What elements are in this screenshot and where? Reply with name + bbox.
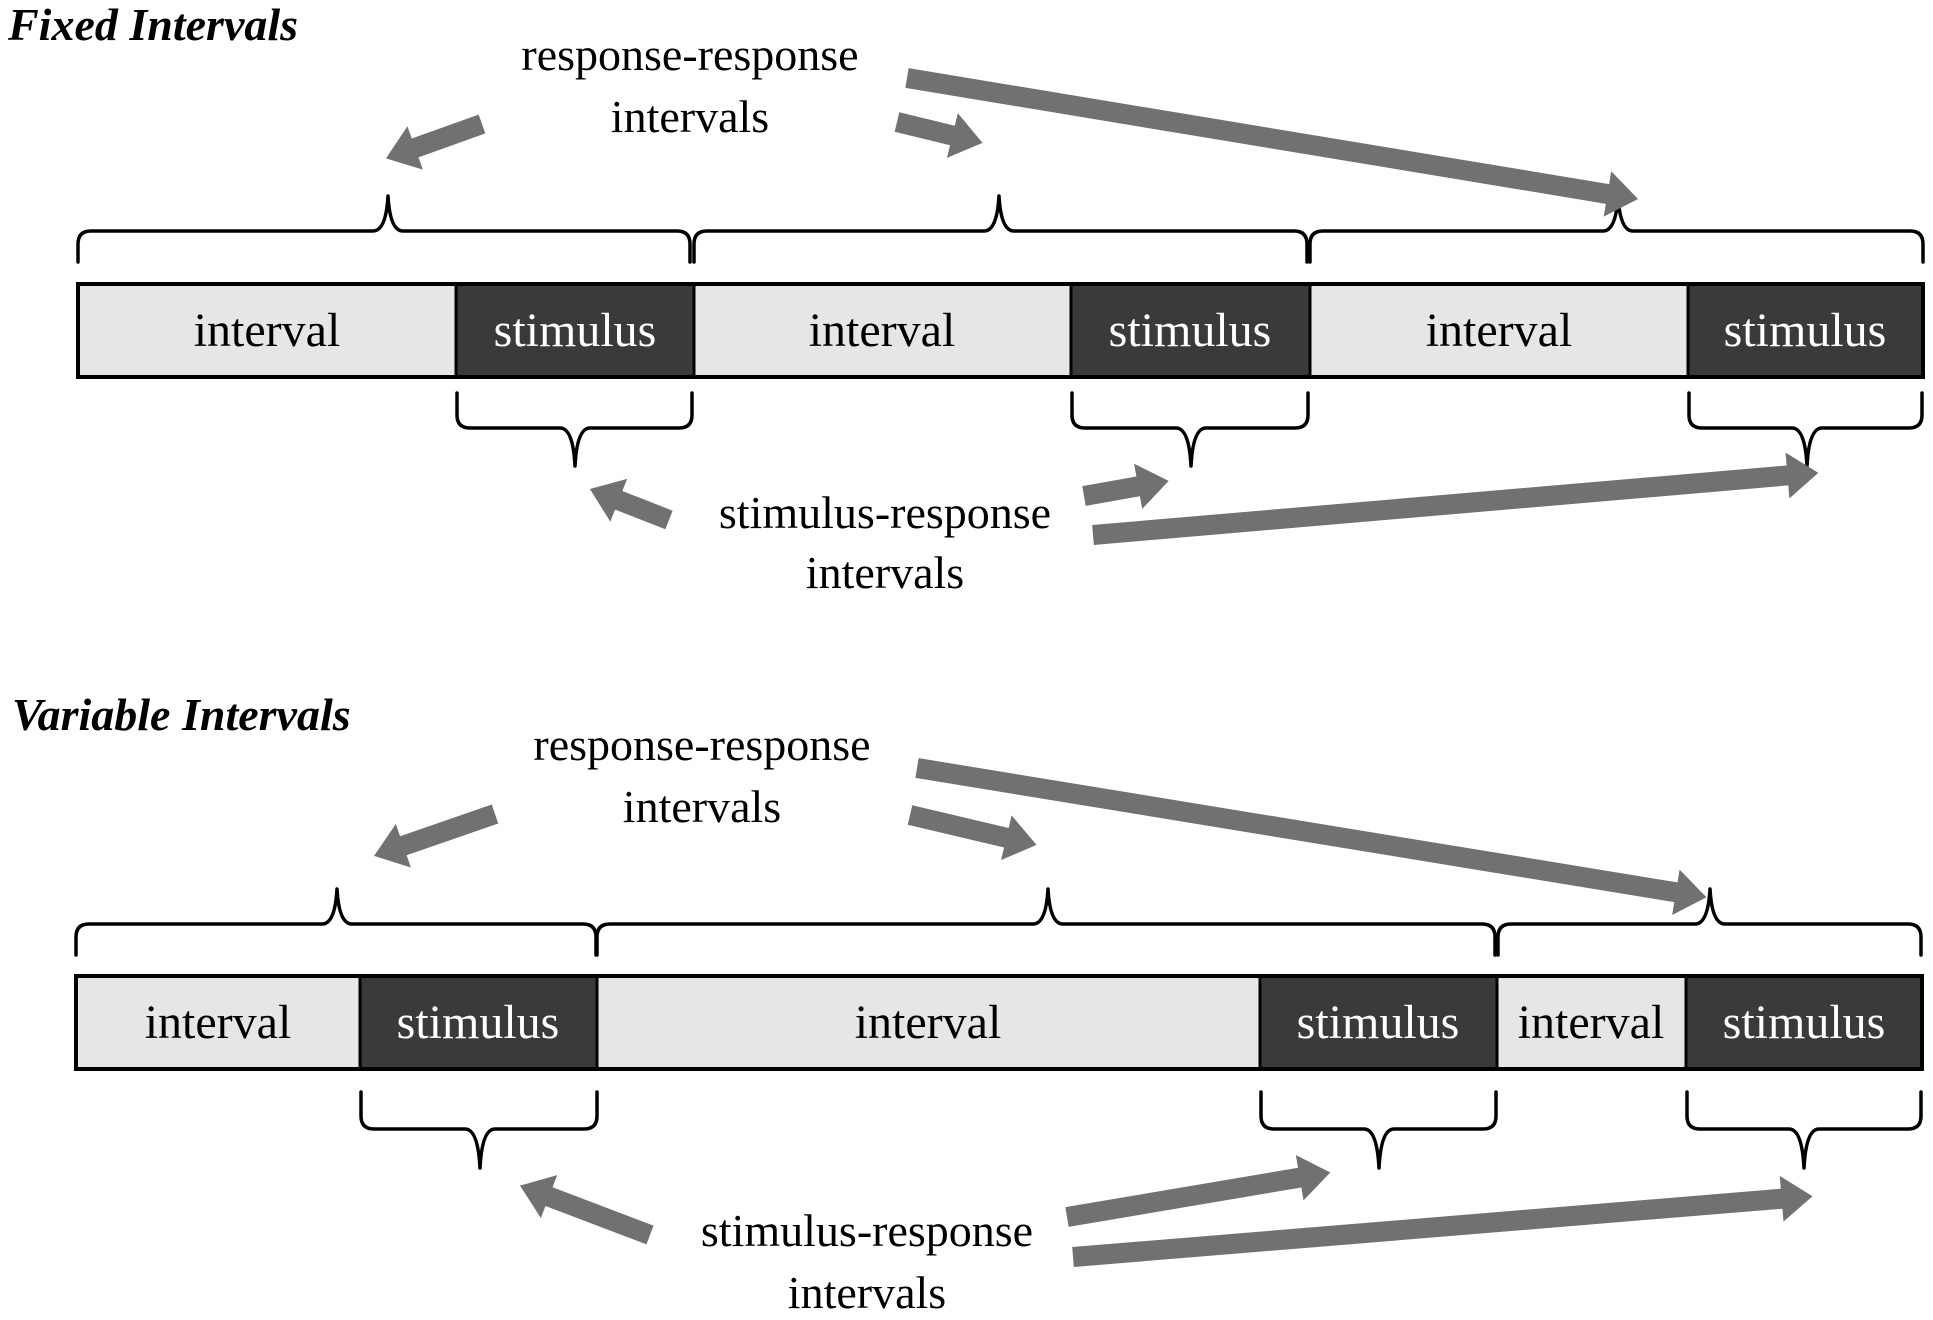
rr-caption-line-2: intervals	[623, 781, 781, 832]
rr-brace	[595, 887, 1497, 957]
timeline-outline	[76, 282, 1925, 379]
segment-label: stimulus	[494, 304, 657, 357]
section-title: Variable Intervals	[12, 689, 351, 740]
sr-brace	[1685, 1090, 1923, 1170]
rr-brace	[1496, 887, 1923, 957]
arrow	[374, 804, 499, 868]
rr-caption-line-2: intervals	[611, 91, 769, 142]
fixed-intervals-section: Fixed Intervals response-response interv…	[7, 0, 1925, 598]
segment-label: interval	[809, 304, 956, 357]
arrow	[385, 114, 486, 170]
stimulus-segment	[1258, 974, 1499, 1071]
sr-caption-line-1: stimulus-response	[701, 1205, 1033, 1256]
sr-brace	[1259, 1090, 1498, 1170]
sr-brace	[1070, 391, 1310, 468]
segment-label: interval	[145, 996, 292, 1049]
sr-caption-line-1: stimulus-response	[719, 487, 1051, 538]
rr-caption-line-1: response-response	[521, 29, 858, 80]
arrow	[907, 805, 1037, 861]
stimulus-segment	[454, 282, 696, 379]
timeline-bar: interval stimulus interval stimulus inte…	[76, 282, 1925, 379]
arrow	[520, 1175, 654, 1245]
rr-brace	[74, 887, 598, 957]
arrow	[905, 68, 1639, 217]
rr-caption-line-1: response-response	[533, 719, 870, 770]
segment-label: interval	[1518, 996, 1665, 1049]
timeline-bar: interval stimulus interval stimulus inte…	[74, 974, 1924, 1071]
arrow	[1072, 1175, 1813, 1267]
stimulus-segment	[1686, 282, 1925, 379]
timeline-outline	[74, 974, 1924, 1071]
arrows	[374, 758, 1813, 1267]
sr-brace	[455, 391, 694, 468]
segment-label: stimulus	[397, 996, 560, 1049]
stimulus-segment	[358, 974, 599, 1071]
rr-brace	[76, 194, 692, 264]
sr-brace	[1687, 391, 1924, 468]
arrow	[589, 478, 673, 530]
arrow	[915, 758, 1707, 915]
segment-label: interval	[1426, 304, 1573, 357]
arrow	[894, 112, 983, 158]
segment-label: stimulus	[1724, 304, 1887, 357]
section-title: Fixed Intervals	[7, 0, 298, 50]
segment-label: stimulus	[1297, 996, 1460, 1049]
arrow	[1065, 1154, 1331, 1227]
sr-caption-line-2: intervals	[806, 547, 964, 598]
segment-label: stimulus	[1723, 996, 1886, 1049]
arrow	[1082, 463, 1169, 509]
arrows	[385, 68, 1819, 545]
segment-label: interval	[194, 304, 341, 357]
segment-label: interval	[855, 996, 1002, 1049]
variable-intervals-section: Variable Intervals response-response int…	[12, 689, 1924, 1318]
segment-label: stimulus	[1109, 304, 1272, 357]
sr-brace	[359, 1090, 599, 1170]
rr-brace	[692, 194, 1309, 264]
sr-caption-line-2: intervals	[788, 1267, 946, 1315]
arrow	[1092, 452, 1819, 545]
